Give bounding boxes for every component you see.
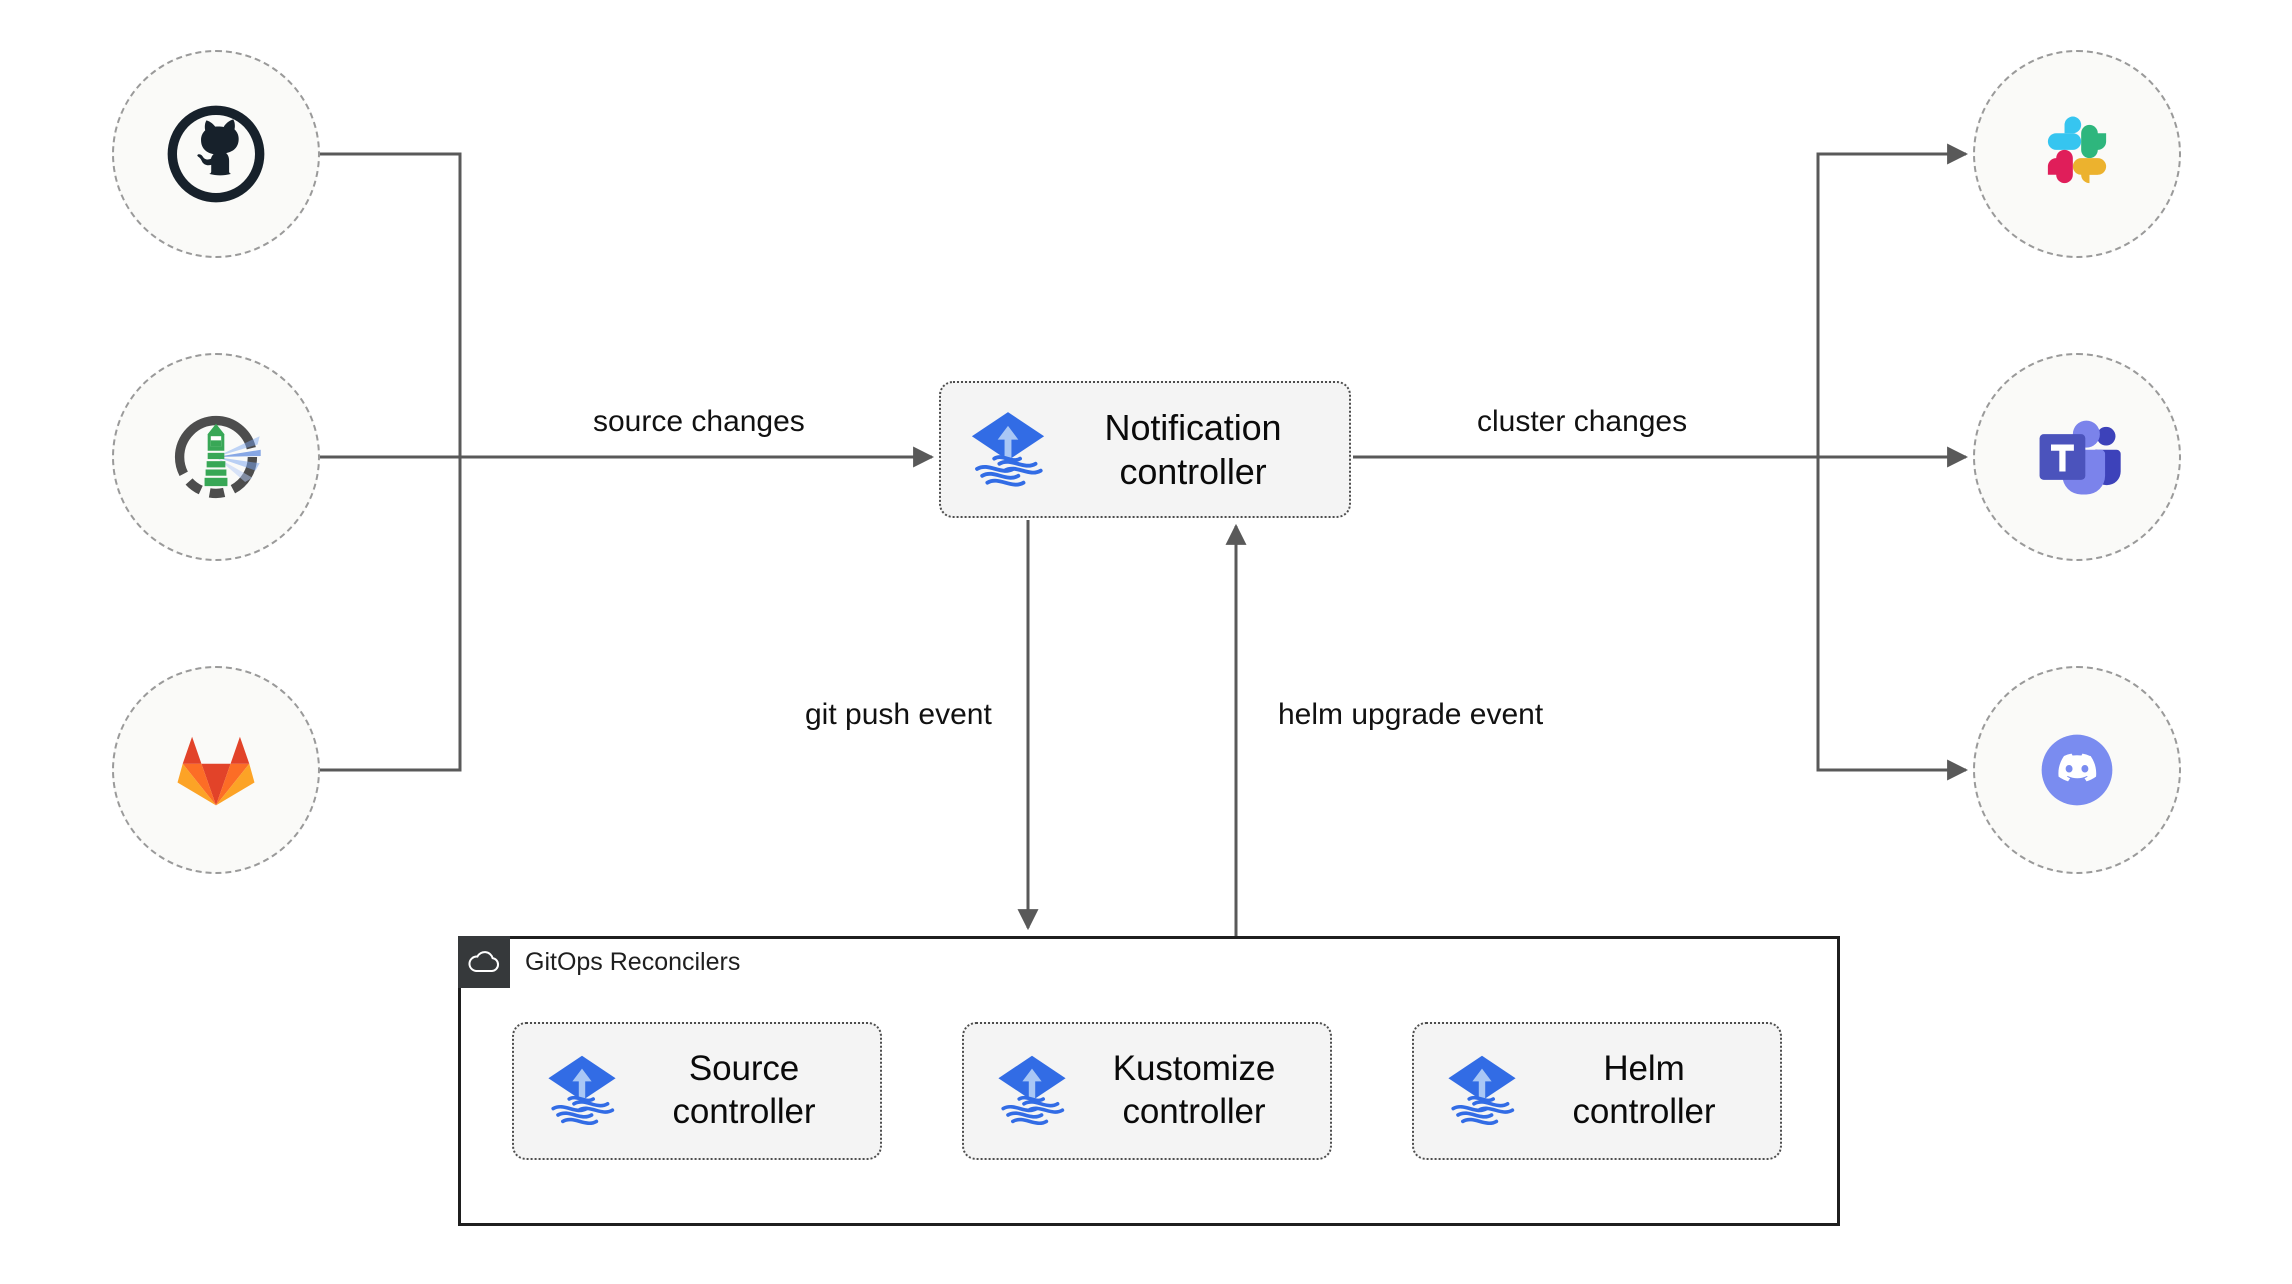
flux-logo-icon bbox=[548, 1055, 616, 1125]
edge-bus-to-discord bbox=[1816, 457, 1969, 781]
source-controller-box[interactable]: Source controller bbox=[512, 1022, 882, 1160]
flux-logo-icon bbox=[1448, 1055, 1516, 1125]
harbor-icon bbox=[174, 415, 261, 499]
helm-controller-box[interactable]: Helm controller bbox=[1412, 1022, 1782, 1160]
edge-label-source-changes: source changes bbox=[583, 403, 815, 441]
flux-logo-icon bbox=[971, 411, 1045, 487]
source-node-github[interactable] bbox=[112, 50, 320, 258]
source-node-harbor[interactable] bbox=[112, 353, 320, 561]
source-controller-label: Source controller bbox=[672, 1049, 816, 1131]
edge-label-git-push-event: git push event bbox=[795, 696, 1002, 734]
notification-controller-label: Notification controller bbox=[1104, 406, 1282, 492]
flux-logo-icon bbox=[998, 1055, 1066, 1125]
gitlab-icon bbox=[177, 736, 255, 806]
edge-github-to-bus bbox=[318, 152, 462, 457]
cloud-glyph bbox=[468, 951, 500, 972]
kustomize-controller-box[interactable]: Kustomize controller bbox=[962, 1022, 1332, 1160]
helm-controller-label: Helm controller bbox=[1572, 1049, 1716, 1131]
gitops-reconcilers-title: GitOps Reconcilers bbox=[525, 947, 741, 976]
destination-node-discord[interactable] bbox=[1973, 666, 2181, 874]
teams-icon bbox=[2039, 420, 2121, 495]
github-icon bbox=[167, 105, 265, 203]
destination-node-teams[interactable] bbox=[1973, 353, 2181, 561]
discord-icon bbox=[2041, 734, 2113, 806]
slack-icon bbox=[2047, 116, 2107, 184]
edge-bus-to-slack bbox=[1816, 143, 1969, 457]
edge-gitlab-to-bus bbox=[318, 457, 462, 772]
destination-node-slack[interactable] bbox=[1973, 50, 2181, 258]
gitops-reconcilers-header: GitOps Reconcilers bbox=[458, 936, 740, 988]
edge-label-cluster-changes: cluster changes bbox=[1467, 403, 1698, 441]
notification-controller-box[interactable]: Notification controller bbox=[939, 381, 1351, 518]
source-node-gitlab[interactable] bbox=[112, 666, 320, 874]
kustomize-controller-label: Kustomize controller bbox=[1112, 1049, 1276, 1131]
cloud-icon bbox=[458, 936, 510, 988]
edge-label-helm-upgrade-event: helm upgrade event bbox=[1268, 696, 1554, 734]
